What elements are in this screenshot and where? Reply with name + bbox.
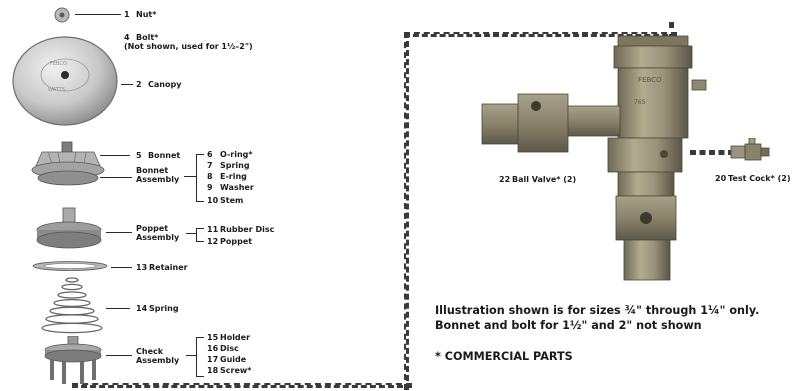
- svg-text:FEBCO: FEBCO: [638, 76, 662, 84]
- spring-image: [38, 274, 106, 336]
- dashed-outline-bottom: [72, 383, 412, 388]
- retainer-image: [30, 259, 110, 273]
- dashed-outline-left: [404, 32, 409, 390]
- canopy-image: FEBCO WATTS: [10, 35, 120, 127]
- caption-line-1: Illustration shown is for sizes ¾" throu…: [435, 303, 759, 318]
- svg-text:765: 765: [634, 99, 646, 106]
- nut-image: [53, 6, 71, 24]
- valve-body-image: FEBCO 765: [478, 34, 708, 284]
- test-cock-image: [729, 138, 771, 168]
- svg-text:WATTS: WATTS: [48, 87, 65, 93]
- check-assembly-image: [40, 336, 106, 386]
- poppet-image: [33, 206, 105, 252]
- svg-text:FEBCO: FEBCO: [50, 61, 67, 67]
- label-bolt-note: (Not shown, used for 1½–2"): [124, 42, 253, 51]
- commercial-parts-note: * COMMERCIAL PARTS: [435, 349, 573, 364]
- caption-line-2: Bonnet and bolt for 1½" and 2" not shown: [435, 318, 702, 333]
- bonnet-image: [28, 140, 108, 188]
